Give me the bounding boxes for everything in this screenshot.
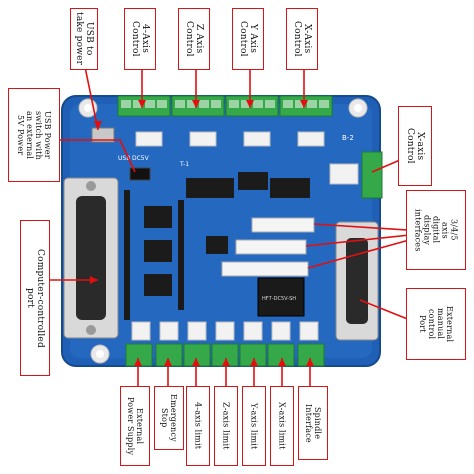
label-spindle-interface: Spindle Interface [298, 386, 328, 460]
relay-text: HF7-DC5V-SH [262, 296, 296, 302]
resistor-array [124, 190, 184, 320]
white-headers [135, 131, 325, 147]
label-usb-power: USB to take power [70, 8, 98, 70]
display-headers [221, 217, 315, 277]
ic-chips [144, 172, 310, 296]
label-external-manual-port: External manual control Port [406, 288, 466, 360]
right-terminal-block [361, 151, 383, 199]
power-switch [129, 167, 151, 181]
top-terminal-blocks [117, 95, 333, 117]
label-emergency-stop: Emergency Stop [154, 386, 184, 450]
label-x-axis-control-right: X-axis Control [398, 106, 432, 186]
label-x-axis-limit: X-axis limit [270, 386, 294, 466]
silk-t1: T-1 [179, 161, 189, 168]
silk-b2: B-2 [342, 134, 354, 142]
silk-usb: USB [118, 155, 130, 162]
label-4-axis-control: 4-Axis Control [124, 8, 156, 70]
label-digital-display: 3/4/5 axis digital display interfaces [406, 190, 466, 270]
label-x-axis-control: X-Axis Control [286, 8, 318, 70]
label-y-axis-limit: Y-axis limit [242, 386, 266, 466]
label-4-axis-limit: 4-axis limit [186, 386, 210, 466]
db-right-port [335, 221, 379, 341]
db25-left-port [63, 177, 119, 339]
silk-dc5v: DC5V [132, 155, 150, 162]
label-computer-port: Computer-controlled port [20, 220, 50, 376]
label-usb-power-switch: USB Power switch with an external 5V Pow… [8, 88, 60, 182]
label-z-axis-limit: Z-axis limit [214, 386, 238, 466]
bottom-terminal-blocks [125, 343, 325, 367]
label-z-axis-control: Z Axis Control [178, 8, 210, 70]
label-y-axis-control: Y Axis Control [232, 8, 264, 70]
relay [257, 277, 305, 317]
label-external-power-supply: External Power Supply [120, 386, 150, 466]
bottom-headers [131, 321, 319, 341]
usb-connector [91, 127, 115, 143]
